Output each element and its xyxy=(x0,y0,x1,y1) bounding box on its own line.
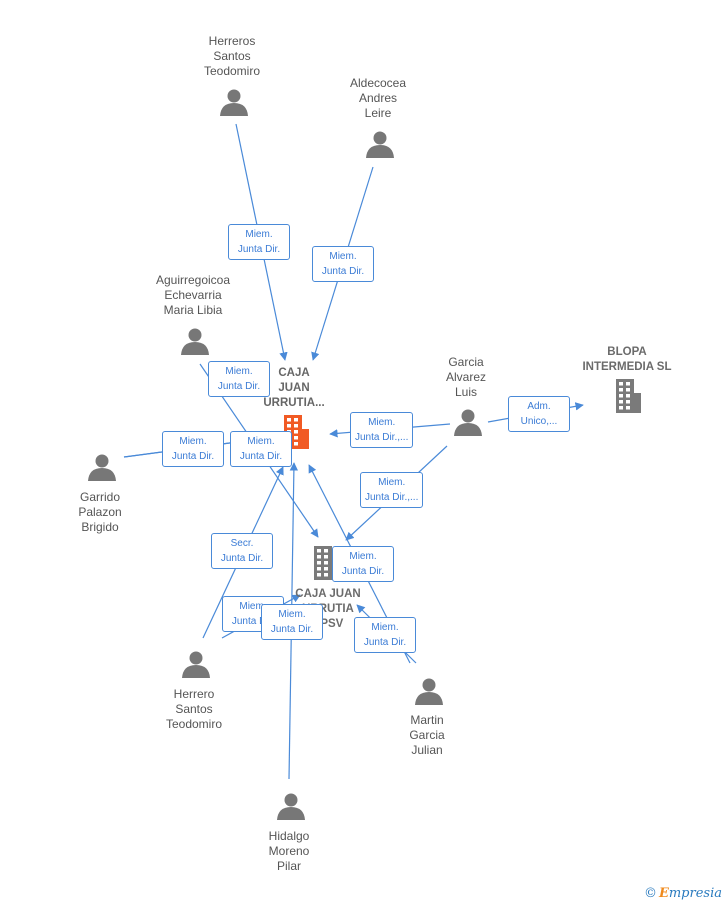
node-label-hidalgo[interactable]: Hidalgo Moreno Pilar xyxy=(268,829,310,873)
node-label-aguirregoicoa[interactable]: Aguirregoicoa Echevarria Maria Libia xyxy=(155,273,231,317)
edge-label-garrido-to-caja_epsv[interactable]: Miem. Junta Dir. xyxy=(230,431,292,467)
node-label-blopa[interactable]: BLOPA INTERMEDIA SL xyxy=(582,346,672,373)
edge-label-hidalgo-to-caja_main[interactable]: Miem. Junta Dir. xyxy=(261,604,323,640)
edge-label-garcia-to-caja_epsv[interactable]: Miem. Junta Dir.,... xyxy=(360,472,424,508)
edge-label-garcia-to-caja_main[interactable]: Miem. Junta Dir.,... xyxy=(350,412,414,448)
node-label-garrido[interactable]: Garrido Palazon Brigido xyxy=(78,490,122,534)
node-label-aldecocea[interactable]: Aldecocea Andres Leire xyxy=(349,76,407,120)
node-label-herreros[interactable]: Herreros Santos Teodomiro xyxy=(203,34,261,78)
edge-label-aldecocea-to-caja_main[interactable]: Miem. Junta Dir. xyxy=(312,246,374,282)
icons-layer xyxy=(88,89,641,821)
node-label-garcia[interactable]: Garcia Alvarez Luis xyxy=(445,355,487,399)
edge-label-garcia-to-blopa[interactable]: Adm. Unico,... xyxy=(508,396,570,432)
edge-label-herrero-to-caja_main[interactable]: Secr. Junta Dir. xyxy=(211,533,273,569)
empresia-watermark: ©Empresia xyxy=(643,886,722,901)
person-icon[interactable] xyxy=(88,454,116,482)
node-label-caja_main[interactable]: CAJA JUAN URRUTIA... xyxy=(263,367,325,409)
edge-label-martin-to-caja_main[interactable]: Miem. Junta Dir. xyxy=(332,546,394,582)
person-icon[interactable] xyxy=(181,328,209,356)
person-icon[interactable] xyxy=(366,131,394,159)
edge-label-herreros-to-caja_main[interactable]: Miem. Junta Dir. xyxy=(228,224,290,260)
person-icon[interactable] xyxy=(220,89,248,117)
edge-label-garrido-to-caja_main[interactable]: Miem. Junta Dir. xyxy=(162,431,224,467)
edge-label-aguirregoicoa-to-caja_epsv[interactable]: Miem. Junta Dir. xyxy=(208,361,270,397)
person-icon[interactable] xyxy=(182,651,210,679)
building-icon[interactable] xyxy=(616,379,641,413)
person-icon[interactable] xyxy=(277,793,305,821)
edge-label-martin-to-caja_epsv[interactable]: Miem. Junta Dir. xyxy=(354,617,416,653)
person-icon[interactable] xyxy=(415,678,443,706)
node-label-martin[interactable]: Martin Garcia Julian xyxy=(409,713,445,757)
person-icon[interactable] xyxy=(454,409,482,437)
node-label-herrero[interactable]: Herrero Santos Teodomiro xyxy=(165,687,223,731)
